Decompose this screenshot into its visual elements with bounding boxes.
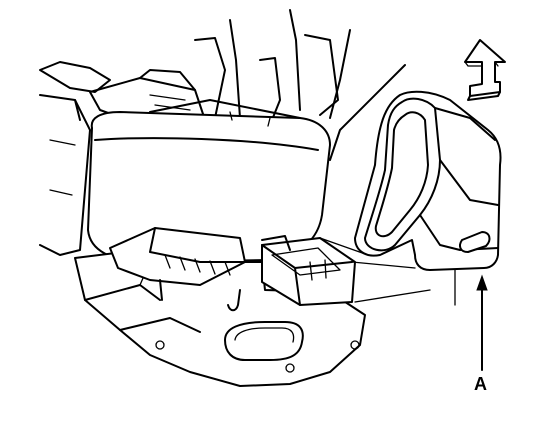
callout-label-a: A xyxy=(474,374,487,394)
removed-cover xyxy=(354,90,502,271)
up-arrow-icon xyxy=(464,39,506,101)
control-module xyxy=(109,227,246,312)
callout-a: A xyxy=(474,274,488,394)
alignment-lines xyxy=(319,237,456,306)
base-bracket xyxy=(74,249,366,387)
dashboard-structure xyxy=(39,9,406,256)
duct-housing xyxy=(87,99,331,263)
